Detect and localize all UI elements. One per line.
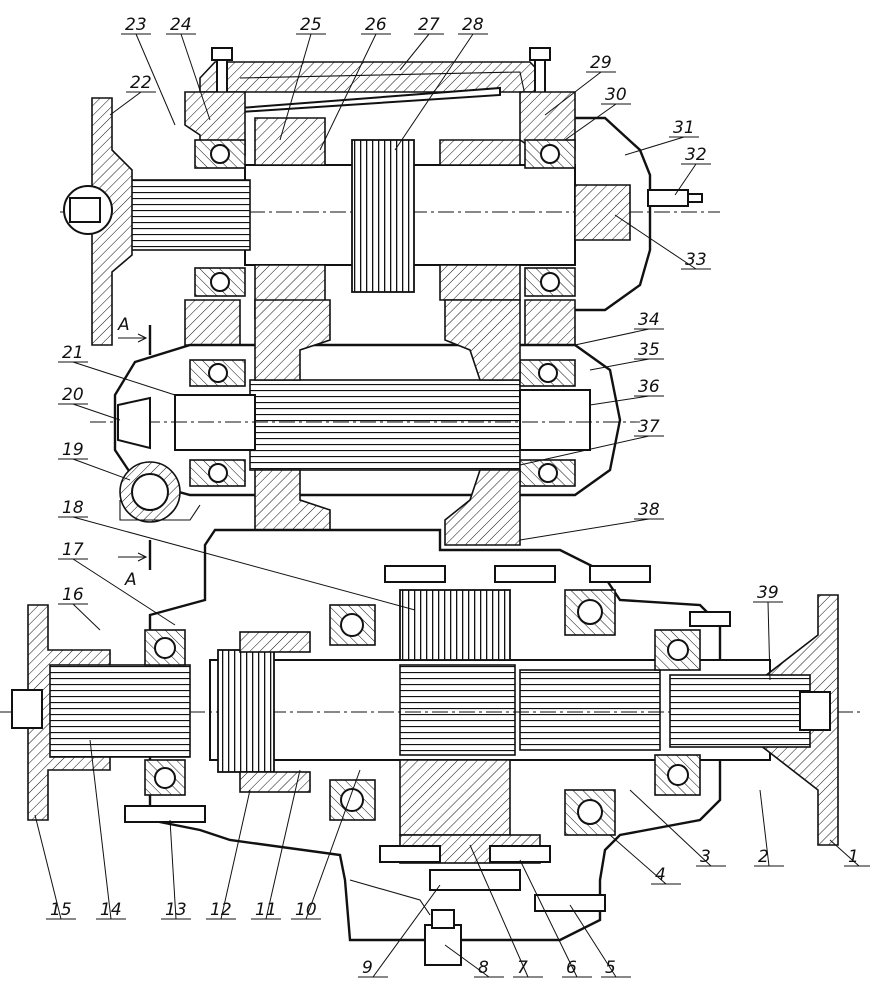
lower-bearings <box>144 589 701 836</box>
callout-label-26: 26 <box>365 15 387 35</box>
callout-label-34: 34 <box>638 310 660 330</box>
callout-label-13: 13 <box>165 900 187 920</box>
callout-leader-10 <box>305 769 361 920</box>
housing-bolts <box>124 565 731 912</box>
callout-leader-25 <box>279 33 312 141</box>
callout-leader-21 <box>72 361 176 396</box>
callout-leader-39 <box>767 601 771 681</box>
upper-right-bearing <box>524 139 576 297</box>
section-marker-bottom: A <box>124 570 137 590</box>
upper-left-bearing <box>194 139 246 297</box>
callout-leader-38 <box>519 518 650 541</box>
callout-leader-30 <box>564 103 617 141</box>
callout-label-31: 31 <box>673 118 695 138</box>
callout-leader-19 <box>72 458 131 481</box>
callout-label-1: 1 <box>848 847 859 867</box>
callout-label-15: 15 <box>50 900 72 920</box>
callout-leader-17 <box>72 558 176 626</box>
callout-leader-26 <box>319 33 377 151</box>
callout-label-10: 10 <box>295 900 317 920</box>
lower-output-assembly <box>0 528 860 966</box>
callout-label-3: 3 <box>700 847 711 867</box>
callout-label-14: 14 <box>100 900 122 920</box>
callout-label-9: 9 <box>362 958 373 978</box>
callout-leader-36 <box>589 395 650 406</box>
callout-label-6: 6 <box>566 958 577 978</box>
callout-leader-2 <box>759 789 770 867</box>
callout-label-19: 19 <box>62 440 84 460</box>
callout-leader-27 <box>399 33 430 71</box>
upper-shaft-assembly <box>60 47 720 346</box>
callout-leader-14 <box>89 739 112 920</box>
callout-label-39: 39 <box>757 583 779 603</box>
callout-leader-3 <box>629 789 712 867</box>
callout-leader-11 <box>265 769 301 920</box>
callout-label-12: 12 <box>210 900 232 920</box>
callout-leader-13 <box>169 819 177 920</box>
callout-leader-1 <box>829 839 860 867</box>
callout-label-7: 7 <box>517 958 528 978</box>
callout-leader-32 <box>674 163 697 196</box>
callout-leader-16 <box>72 603 101 631</box>
callout-leader-23 <box>135 33 176 126</box>
callout-label-36: 36 <box>638 377 660 397</box>
callout-leader-12 <box>220 789 251 920</box>
callout-leader-20 <box>72 403 121 421</box>
section-marker-top: A <box>117 315 130 335</box>
callout-label-20: 20 <box>62 385 84 405</box>
section-line-a-a <box>118 325 152 570</box>
callout-label-16: 16 <box>62 585 84 605</box>
callout-label-35: 35 <box>638 340 660 360</box>
callout-leader-15 <box>34 814 62 920</box>
callout-leader-24 <box>180 33 211 121</box>
callout-leader-8 <box>444 944 490 978</box>
callout-leader-29 <box>544 71 602 116</box>
callout-label-25: 25 <box>300 15 322 35</box>
callout-label-2: 2 <box>758 847 769 867</box>
callout-leader-4 <box>609 834 667 885</box>
callout-leader-6 <box>519 859 578 978</box>
callout-label-5: 5 <box>605 958 616 978</box>
callout-label-37: 37 <box>638 417 660 437</box>
callout-leader-34 <box>574 328 650 346</box>
callout-label-30: 30 <box>605 85 627 105</box>
callout-label-27: 27 <box>418 15 440 35</box>
callout-label-29: 29 <box>590 53 612 73</box>
callout-leader-5 <box>569 904 617 978</box>
callout-leader-22 <box>109 91 142 116</box>
callout-label-24: 24 <box>170 15 192 35</box>
callout-label-22: 22 <box>130 73 152 93</box>
callout-label-21: 21 <box>62 343 84 363</box>
callout-label-28: 28 <box>462 15 484 35</box>
callout-leader-7 <box>469 844 529 978</box>
callout-label-38: 38 <box>638 500 660 520</box>
callout-label-18: 18 <box>62 498 84 518</box>
callout-label-33: 33 <box>685 250 707 270</box>
callout-label-11: 11 <box>255 900 277 920</box>
callout-leader-9 <box>372 884 441 978</box>
callout-leader-35 <box>589 358 650 371</box>
callout-leader-31 <box>624 136 685 156</box>
callout-label-4: 4 <box>655 865 666 885</box>
callout-leader-37 <box>519 435 650 466</box>
callout-leader-18 <box>72 516 416 611</box>
callout-label-8: 8 <box>478 958 489 978</box>
callout-label-17: 17 <box>62 540 84 560</box>
callout-label-23: 23 <box>125 15 147 35</box>
callout-leader-28 <box>394 33 474 151</box>
callout-leader-33 <box>614 214 697 270</box>
callout-label-32: 32 <box>685 145 707 165</box>
